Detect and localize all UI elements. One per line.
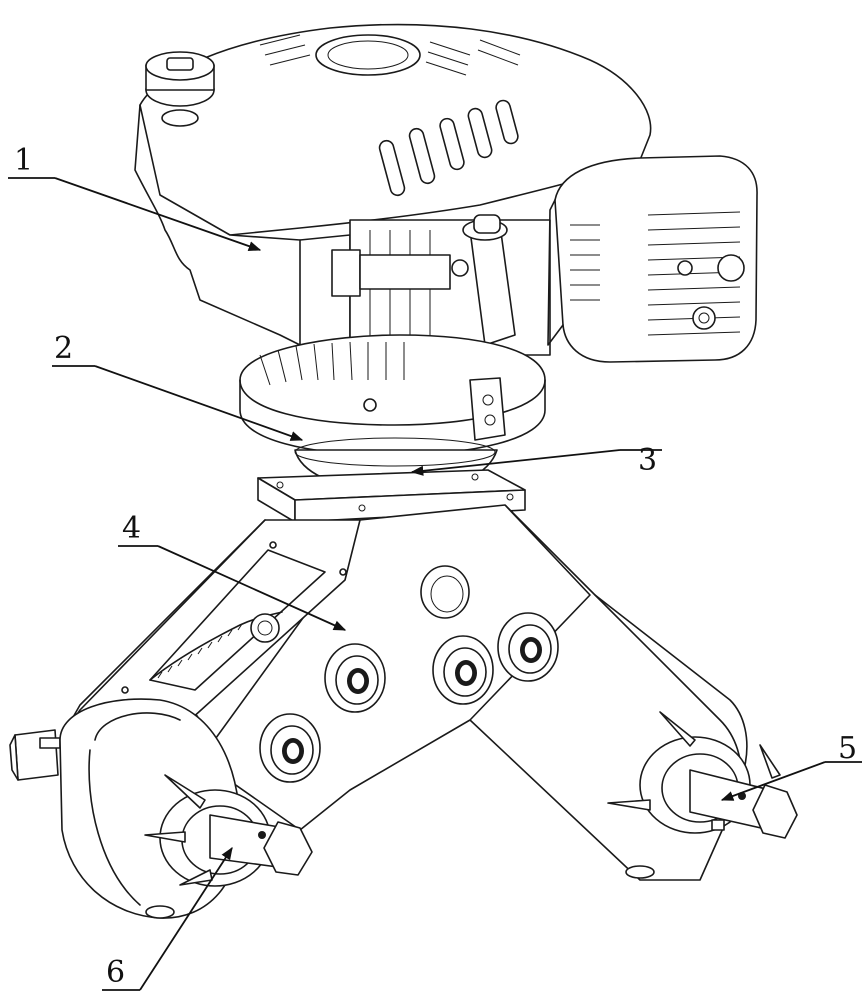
- gearbox-frame: [59, 504, 748, 881]
- fuel-cap: [145, 51, 215, 127]
- engine: [134, 23, 758, 363]
- label-1: 1: [14, 143, 33, 178]
- bearing-top: [420, 565, 470, 619]
- label-3: 3: [638, 443, 657, 478]
- label-6: 6: [106, 955, 125, 990]
- reference-labels: 1 2 3 4 5 6: [8, 143, 862, 991]
- left-shaft-assembly: [9, 698, 655, 919]
- flange-ring: [239, 334, 546, 456]
- label-4: 4: [122, 511, 141, 546]
- air-filter: [547, 155, 758, 363]
- bearing: [432, 635, 494, 705]
- bearing: [497, 612, 559, 682]
- right-shaft-assembly: [607, 711, 798, 839]
- bearing: [324, 643, 386, 713]
- bearing: [259, 713, 321, 783]
- label-5: 5: [838, 731, 857, 766]
- label-2: 2: [54, 331, 73, 366]
